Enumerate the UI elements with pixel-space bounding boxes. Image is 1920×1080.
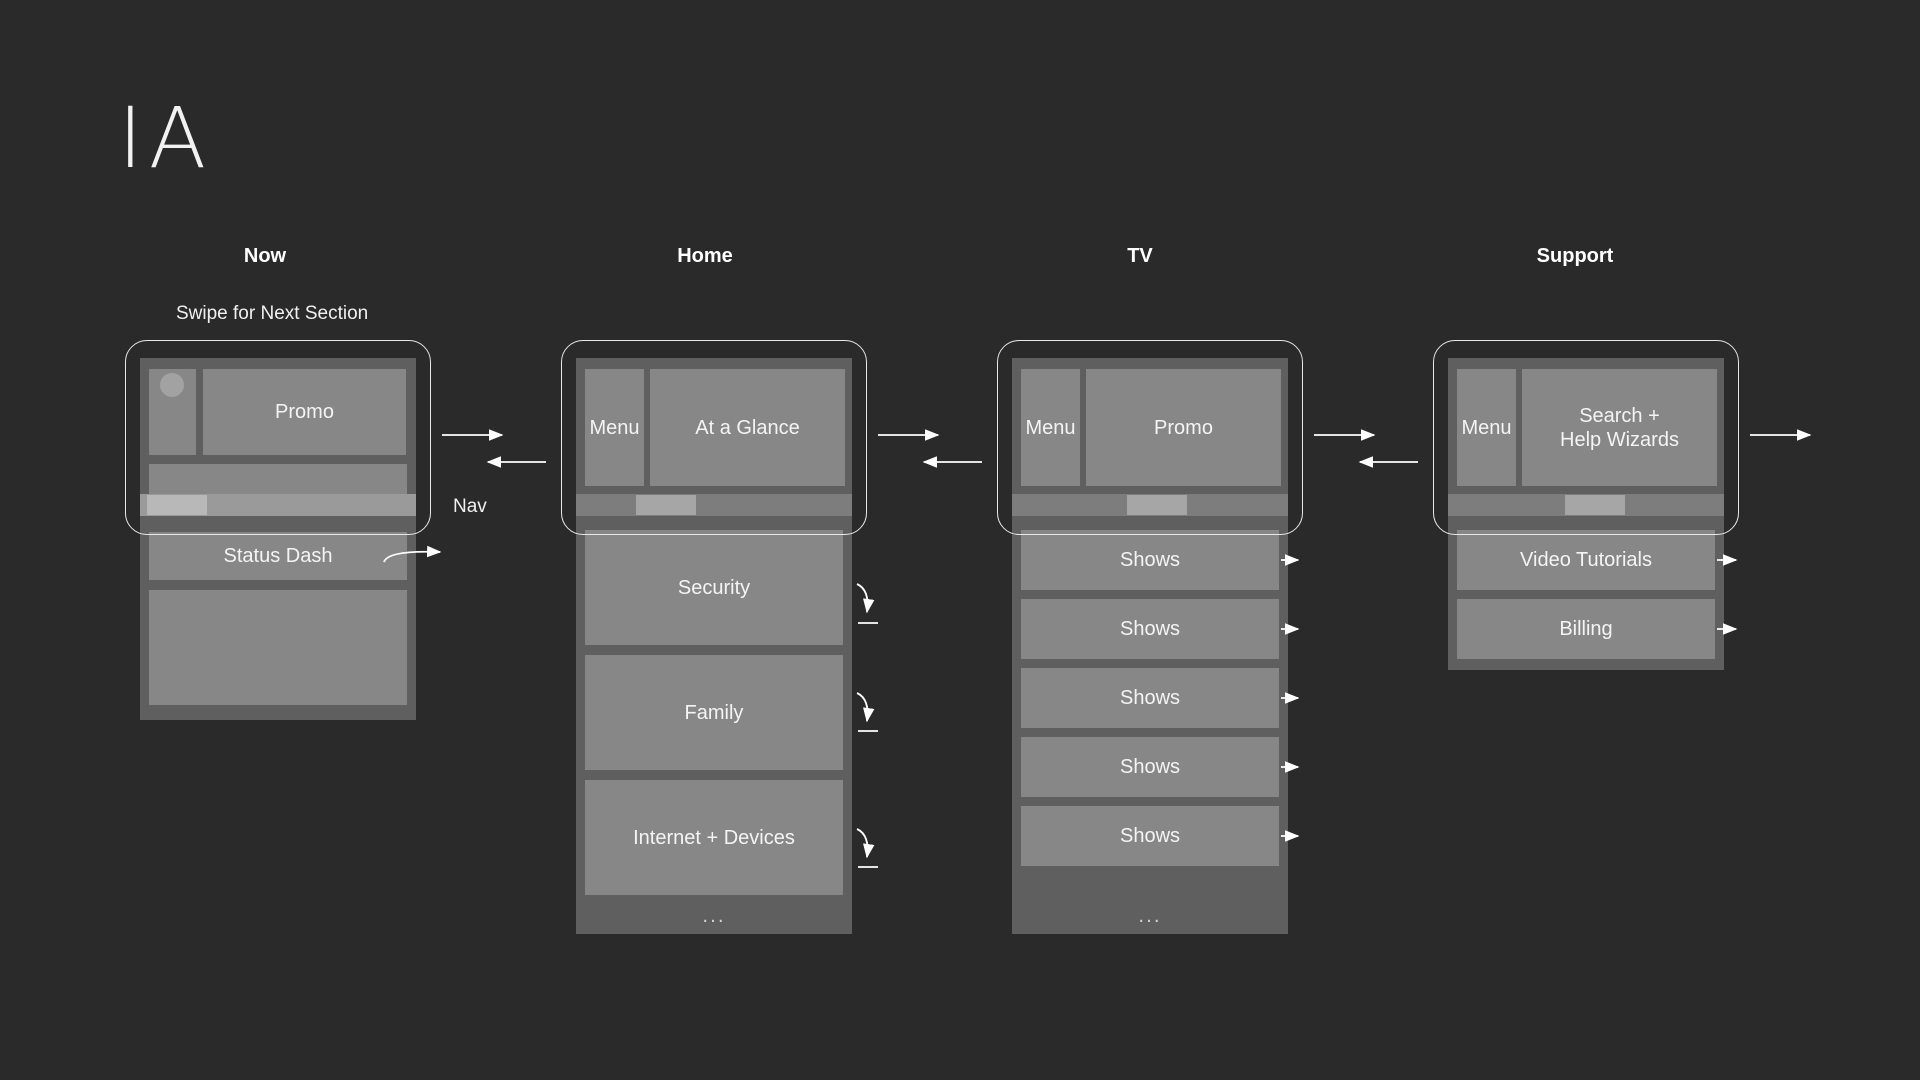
home-nav-indicator: [636, 495, 696, 515]
arrow-expand-internet: [856, 828, 875, 859]
column-title-home: Home: [677, 245, 733, 267]
tv-nav-indicator: [1127, 495, 1187, 515]
support-item-video-tutorials: Video Tutorials: [1457, 530, 1715, 590]
now-nav-indicator: [147, 495, 207, 515]
home-item-family: Family: [585, 655, 843, 770]
home-more-ellipsis: ...: [702, 906, 726, 927]
column-title-support: Support: [1536, 245, 1614, 267]
now-content-block: [149, 590, 407, 705]
arrow-expand-security: [856, 583, 875, 614]
now-strip: [149, 464, 407, 494]
now-promo: Promo: [203, 369, 406, 455]
support-viewport-frame: [1433, 340, 1739, 535]
nav-label: Nav: [453, 496, 487, 517]
now-status-dash: Status Dash: [149, 532, 407, 580]
support-search-line-1: Search +: [1579, 404, 1660, 427]
tv-viewport-frame: [997, 340, 1303, 535]
tv-item-shows-2: Shows: [1021, 599, 1279, 659]
support-menu: Menu: [1457, 369, 1516, 486]
tv-item-shows-3: Shows: [1021, 668, 1279, 728]
home-item-internet-devices: Internet + Devices: [585, 780, 843, 895]
support-search-line-2: Help Wizards: [1560, 428, 1679, 451]
home-viewport-frame: [561, 340, 867, 535]
arrow-status-dash-nav: [383, 545, 442, 563]
column-title-now: Now: [243, 245, 287, 267]
column-title-tv: TV: [1127, 245, 1153, 267]
tv-menu: Menu: [1021, 369, 1080, 486]
home-item-security: Security: [585, 530, 843, 645]
avatar: [160, 373, 184, 397]
tv-item-shows-4: Shows: [1021, 737, 1279, 797]
page-title: IA: [118, 89, 213, 187]
tv-promo: Promo: [1086, 369, 1281, 486]
tv-more-ellipsis: ...: [1138, 906, 1162, 927]
home-at-a-glance: At a Glance: [650, 369, 845, 486]
now-viewport-frame: [125, 340, 431, 535]
support-item-billing: Billing: [1457, 599, 1715, 659]
home-menu: Menu: [585, 369, 644, 486]
tv-item-shows-5: Shows: [1021, 806, 1279, 866]
support-nav-indicator: [1565, 495, 1625, 515]
arrow-expand-family: [856, 692, 875, 723]
now-nav-bar: [140, 494, 416, 516]
swipe-hint: Swipe for Next Section: [176, 303, 369, 324]
tv-item-shows-1: Shows: [1021, 530, 1279, 590]
support-search-help: Search + Help Wizards: [1522, 369, 1717, 486]
